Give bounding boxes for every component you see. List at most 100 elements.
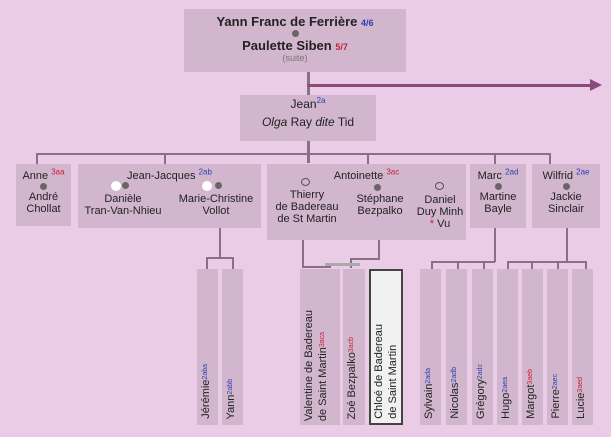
wilfrid-name[interactable]: Wilfrid xyxy=(542,170,574,182)
child-margot-ref[interactable]: 3aeb xyxy=(527,369,534,385)
jean-spouse-last[interactable]: Ray xyxy=(290,115,312,129)
conn-marc-down xyxy=(494,228,496,262)
jeanjacques-line: Jean-Jacques 2ab xyxy=(78,167,261,182)
child-margot: Margot3aeb xyxy=(522,269,543,425)
wilfrid-ref[interactable]: 2ae xyxy=(576,167,590,177)
child-chloe: Chloé de Badereau de Saint Martin xyxy=(369,269,403,425)
s1-last2[interactable]: de St Martin xyxy=(277,213,337,225)
conn-ant-t-down xyxy=(302,240,304,268)
child-yann-name[interactable]: Yann xyxy=(225,394,237,419)
connector-wilfrid xyxy=(549,153,551,164)
child-zoe-name[interactable]: Zoé Bezpalko xyxy=(346,351,358,419)
child-yann-label: Yann2abb xyxy=(225,379,237,419)
child-nicolas-label: Nicolas2adb xyxy=(449,367,461,419)
child-valentine-name1[interactable]: Valentine de Badereau xyxy=(303,309,315,421)
conn-jj-bar xyxy=(206,257,234,259)
jeanjacques-dot-a xyxy=(122,182,129,189)
marc-name[interactable]: Marc xyxy=(477,170,503,182)
child-nicolas-ref[interactable]: 2adb xyxy=(451,367,458,383)
child-gregory-ref[interactable]: 2adc xyxy=(477,364,484,380)
wilfrid-spouse-2[interactable]: Sinclair xyxy=(547,203,585,215)
jeanjacques-name[interactable]: Jean-Jacques xyxy=(127,170,196,182)
anne-spouse-2[interactable]: Chollat xyxy=(26,203,61,215)
wilfrid-spouse-1[interactable]: Jackie xyxy=(550,191,582,203)
anne-line: Anne 3aa xyxy=(16,167,71,182)
conn-marc-c1 xyxy=(431,261,433,269)
child-valentine-label: Valentine de Badereau de Saint Martin3ac… xyxy=(302,310,330,421)
jean-spouse-first[interactable]: Olga xyxy=(261,115,288,129)
root-wife-name[interactable]: Paulette Siben xyxy=(242,38,332,53)
child-valentine-ref[interactable]: 3aca xyxy=(319,331,326,348)
s1-first[interactable]: Thierry xyxy=(289,189,325,201)
spouse-b-first[interactable]: Marie-Christine xyxy=(178,193,254,205)
child-jeremie-ref[interactable]: 2aba xyxy=(202,364,209,380)
child-nicolas-name[interactable]: Nicolas xyxy=(449,382,461,419)
jeanjacques-ref[interactable]: 2ab xyxy=(198,167,212,177)
spouse-b-last[interactable]: Vollot xyxy=(202,205,230,217)
spouse-a-last[interactable]: Tran-Van-Nhieu xyxy=(84,205,162,217)
marc-line: Marc 2ad xyxy=(470,167,526,182)
spouse-a-first[interactable]: Danièle xyxy=(104,193,142,205)
s3-last[interactable]: Vu xyxy=(437,218,451,230)
jean-spouse-nick[interactable]: Tid xyxy=(337,115,355,129)
connector-anne xyxy=(36,153,38,164)
wilfrid-line: Wilfrid 2ae xyxy=(532,167,600,182)
child-hugo-name[interactable]: Hugo xyxy=(500,392,512,419)
s1-last[interactable]: de Badereau xyxy=(275,201,339,213)
child-chloe-name2[interactable]: de Saint Martin xyxy=(387,345,399,419)
s3-middle[interactable]: Duy Minh xyxy=(416,206,464,218)
s2-last[interactable]: Bezpalko xyxy=(357,205,403,217)
conn-marc-bar xyxy=(431,261,495,263)
child-sylvain: Sylvain2ada xyxy=(420,269,441,425)
child-lucie-ref[interactable]: 3aed xyxy=(577,377,584,393)
marc-box: Marc 2ad Martine Bayle xyxy=(470,164,526,228)
s3-last-line: * Vu xyxy=(413,218,467,230)
antoinette-name[interactable]: Antoinette xyxy=(333,170,384,182)
antoinette-ref[interactable]: 3ac xyxy=(386,167,400,177)
anne-marriage-dot xyxy=(40,183,47,190)
antoinette-box: Antoinette 3ac Thierry de Badereau de St… xyxy=(267,164,466,240)
marc-spouse-1[interactable]: Martine xyxy=(479,191,517,203)
root-wife-line: Paulette Siben 5/7 xyxy=(184,38,406,53)
ring-icon-1 xyxy=(301,178,310,186)
conn-wil-c1 xyxy=(507,261,509,269)
child-pierre-name[interactable]: Pierre xyxy=(550,389,562,419)
child-chloe-label: Chloé de Badereau de Saint Martin xyxy=(372,324,400,419)
child-sylvain-ref[interactable]: 2ada xyxy=(425,367,432,384)
s2-first[interactable]: Stéphane xyxy=(356,193,404,205)
connector-marc xyxy=(494,153,496,164)
root-husband-name[interactable]: Yann Franc de Ferrière xyxy=(216,14,358,29)
root-note: (suite) xyxy=(282,53,308,63)
conn-jj-c1 xyxy=(206,257,208,269)
connector-gen3-bar xyxy=(36,153,549,155)
child-zoe-ref[interactable]: 3acb xyxy=(348,336,355,352)
child-jeremie-name[interactable]: Jérémie xyxy=(200,379,212,419)
conn-jj-down xyxy=(219,228,221,258)
child-lucie-name[interactable]: Lucie xyxy=(575,392,587,419)
jean-ref[interactable]: 2a xyxy=(316,96,326,105)
root-wife-ref[interactable]: 5/7 xyxy=(335,42,348,52)
jean-name[interactable]: Jean xyxy=(290,97,317,111)
antoinette-spouse-1: Thierry de Badereau de St Martin xyxy=(267,189,347,225)
child-chloe-name1[interactable]: Chloé de Badereau xyxy=(373,324,385,419)
wilfrid-marriage-dot xyxy=(562,183,570,190)
anne-name[interactable]: Anne xyxy=(22,170,49,182)
conn-wil-c4 xyxy=(585,261,587,269)
child-hugo-ref[interactable]: 2aea xyxy=(502,377,509,393)
root-husband-ref[interactable]: 4/6 xyxy=(361,18,374,28)
child-jeremie-label: Jérémie2aba xyxy=(200,364,212,419)
child-yann-ref[interactable]: 2abb xyxy=(227,378,234,395)
marc-spouse-2[interactable]: Bayle xyxy=(484,203,512,215)
child-valentine-name2[interactable]: de Saint Martin xyxy=(317,347,329,421)
s3-first[interactable]: Daniel xyxy=(424,194,456,206)
marc-ref[interactable]: 2ad xyxy=(505,167,519,177)
child-gregory: Grégory2adc xyxy=(472,269,493,425)
anne-ref[interactable]: 3aa xyxy=(51,167,65,177)
marker-b: b xyxy=(202,181,212,191)
child-pierre-ref[interactable]: 2aec xyxy=(552,374,559,390)
child-margot-name[interactable]: Margot xyxy=(525,384,537,419)
conn-ant-t-bar xyxy=(302,266,331,268)
child-sylvain-name[interactable]: Sylvain xyxy=(423,383,435,419)
child-gregory-name[interactable]: Grégory xyxy=(475,379,487,419)
anne-spouse-1[interactable]: André xyxy=(28,191,59,203)
